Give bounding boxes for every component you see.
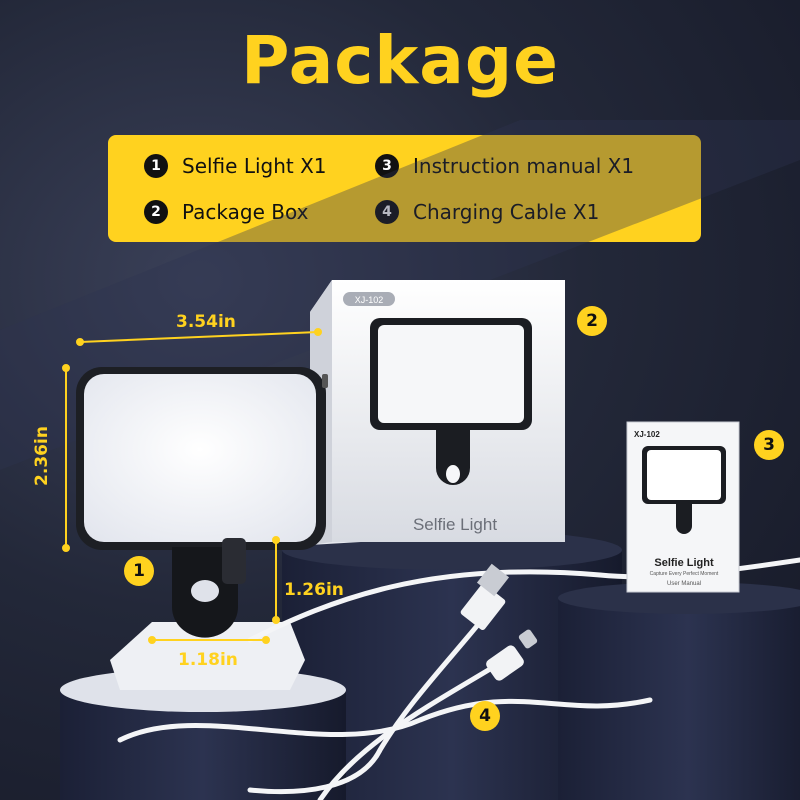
item-label: Charging Cable X1 [413, 200, 600, 224]
item-number: 1 [144, 154, 168, 178]
callout-manual: 3 [754, 430, 784, 460]
page-title: Package [241, 22, 559, 99]
callout-cable: 4 [470, 701, 500, 731]
item-number: 3 [375, 154, 399, 178]
item-label: Package Box [182, 200, 309, 224]
package-box: XJ-102 Selfie Light [310, 280, 565, 545]
contents-list: 1 Selfie Light X1 3 Instruction manual X… [108, 135, 701, 242]
instruction-manual: XJ-102 Selfie Light Capture Every Perfec… [626, 421, 740, 593]
width-dimension-label: 3.54in [176, 312, 236, 332]
item-number: 4 [375, 200, 399, 224]
height-dimension-label: 2.36in [31, 426, 52, 486]
manual-model-label: XJ-102 [634, 430, 660, 439]
item-label: Instruction manual X1 [413, 154, 635, 178]
manual-title: Selfie Light [654, 557, 714, 569]
list-item: 4 Charging Cable X1 [375, 200, 599, 224]
callout-box: 2 [577, 306, 607, 336]
pedestal-left [60, 622, 346, 800]
list-item: 2 Package Box [144, 200, 308, 224]
item-label: Selfie Light X1 [182, 154, 327, 178]
callout-light: 1 [124, 556, 154, 586]
box-product-label: Selfie Light [413, 515, 497, 534]
selfie-light [76, 367, 328, 638]
usb-a-connector [460, 563, 510, 630]
pedestal-right [558, 582, 800, 800]
manual-tagline: Capture Every Perfect Moment [650, 571, 719, 577]
usb-c-connector [486, 629, 538, 681]
manual-doc-label: User Manual [667, 581, 701, 587]
item-number: 2 [144, 200, 168, 224]
clip-width-dimension-label: 1.18in [178, 650, 238, 670]
dimension-lines [62, 328, 322, 644]
list-item: 3 Instruction manual X1 [375, 154, 634, 178]
list-item: 1 Selfie Light X1 [144, 154, 327, 178]
box-model-label: XJ-102 [355, 295, 384, 305]
clip-height-dimension-label: 1.26in [284, 580, 344, 600]
